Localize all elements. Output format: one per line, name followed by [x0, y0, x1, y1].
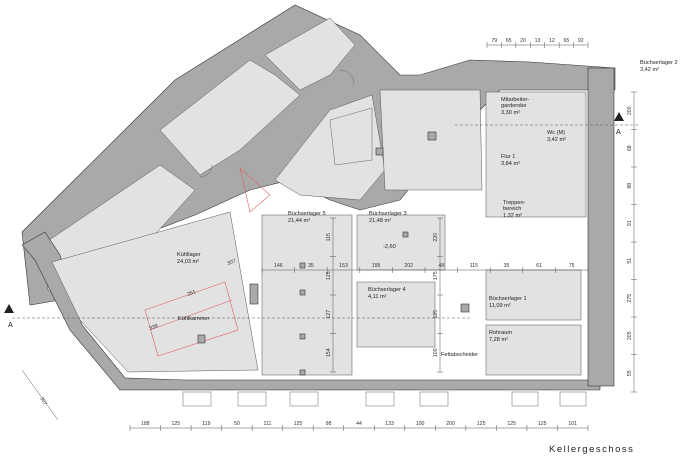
dimension-label: 307: [38, 396, 48, 407]
room-wc-name: Wc (M): [547, 130, 565, 136]
room-buecherlager5-name: Büchserlager 5: [288, 211, 326, 217]
dimension-chain-diagonal: 307 251 339 307: [21, 258, 237, 421]
dimension-label: 205: [627, 331, 633, 340]
dimension-label: 51: [627, 258, 633, 264]
dimension-label: 68: [627, 145, 633, 151]
room-rohraum-area: 7,28 m²: [489, 337, 508, 343]
dimension-label: 195: [372, 263, 381, 269]
dimension-label: 100: [416, 421, 425, 427]
room-buecherlager5-area: 21,44 m²: [288, 218, 310, 224]
room-buecherlager2-area: 3,42 m²: [640, 67, 659, 73]
room-buecherlager3-area: 21,48 m²: [369, 218, 391, 224]
main-plan: [12, 67, 640, 407]
dimension-label: 200: [627, 106, 633, 115]
dimension-label: 12: [549, 38, 555, 44]
room-fettabscheider-name: Fettabscheider: [441, 352, 478, 358]
dimension-label: 101: [568, 421, 577, 427]
room-kuehlkammer-name: Kühlkammer: [178, 316, 210, 322]
dimension-label: 119: [202, 421, 210, 427]
room-buecherlager2-name: Büchserlager 2: [640, 60, 678, 66]
room-labels: Kühllager 24,03 m² Kühlkammer Büchserlag…: [177, 60, 678, 358]
section-marker-left: A: [8, 322, 13, 329]
dimension-label: 35: [308, 263, 314, 269]
dimension-label: 55: [627, 370, 633, 376]
dimension-label: 175: [433, 271, 439, 280]
dimension-label: 100: [433, 348, 439, 357]
dimension-chain-inner-col-mid: 220 175 125 100: [433, 217, 443, 373]
dimension-label: 125: [507, 421, 516, 427]
room-buecherlager4-name: Büchserlager 4: [368, 287, 406, 293]
dimension-chain-inner-col-left: 115 125 127 154: [326, 217, 336, 373]
dimension-label: 61: [536, 263, 542, 269]
dimension-label: 13: [535, 38, 541, 44]
dimension-label: 48: [438, 263, 444, 269]
room-treppen-area: 1,32 m²: [503, 213, 522, 219]
dimension-label: 251: [187, 289, 197, 298]
room-flur-name: Flur 1: [501, 154, 515, 160]
room-buecherlager4-area: 4,11 m²: [368, 294, 387, 300]
room-kuehllager-area: 24,03 m²: [177, 259, 199, 265]
dimension-label: 127: [326, 310, 332, 319]
dimension-chain-right: 200 68 88 91 51 275 205 55: [627, 91, 637, 393]
dimension-label: 88: [627, 183, 633, 189]
dimension-label: 125: [171, 421, 180, 427]
dimension-label: 125: [477, 421, 486, 427]
room-buecherlager3-name: Büchserlager 3: [369, 211, 407, 217]
room-flur-area: 3,84 m²: [501, 161, 520, 167]
dimension-label: 111: [263, 421, 271, 427]
dimension-label: 125: [433, 310, 439, 319]
room-rohraum-name: Rohraum: [489, 330, 512, 336]
room-wc-area: 3,42 m²: [547, 137, 566, 143]
dimension-label: 91: [627, 220, 633, 226]
dimension-label: 133: [385, 421, 394, 427]
level-mark: -2,60: [383, 244, 396, 250]
dimension-label: 44: [356, 421, 362, 427]
dimension-label: 92: [578, 38, 584, 44]
dimension-label: 115: [470, 263, 478, 269]
dimension-label: 65: [563, 38, 569, 44]
dimension-label: 75: [569, 263, 575, 269]
dimension-label: 202: [404, 263, 413, 269]
room-mitarbeiter-name2: garderobe: [501, 103, 527, 109]
section-markers: A A: [4, 112, 624, 329]
dimension-label: 275: [627, 294, 633, 303]
dimension-label: 125: [294, 421, 303, 427]
room-buecherlager1-name: Büchserlager 1: [489, 296, 527, 302]
room-kuehllager-name: Kühllager: [177, 252, 201, 258]
room-treppen-name2: bereich: [503, 206, 521, 212]
dimension-chain-bottom: 188 125 119 50 111 125 98 44 133 100 200 125 125 125 1…: [129, 421, 589, 431]
dimension-label: 153: [339, 263, 348, 269]
dimension-label: 35: [504, 263, 510, 269]
dimension-label: 125: [326, 271, 332, 280]
dimension-label: 50: [234, 421, 240, 427]
dimension-chain-top: 79 65 20 13 12 65 92: [486, 38, 589, 48]
dimension-label: 98: [326, 421, 332, 427]
dimension-label: 146: [274, 263, 283, 269]
dimension-label: 65: [506, 38, 512, 44]
room-buecherlager1-area: 11,09 m²: [489, 303, 511, 309]
section-marker-right: A: [616, 129, 621, 136]
room-treppen-name: Treppen-: [503, 200, 526, 206]
plan-title: Kellergeschoss: [549, 444, 634, 455]
dimension-label: 200: [446, 421, 455, 427]
dimension-label: 125: [538, 421, 547, 427]
dimension-label: 307: [227, 258, 237, 267]
dimension-label: 220: [433, 233, 439, 242]
dimension-label: 188: [141, 421, 150, 427]
dimension-label: 20: [520, 38, 526, 44]
dimension-label: 339: [149, 323, 159, 332]
room-mitarbeiter-area: 3,30 m²: [501, 110, 520, 116]
dimension-label: 115: [326, 233, 332, 241]
dimension-chain-inner-row: 146 35 153 195 202 48 115 35 61 75: [261, 263, 589, 273]
dimension-label: 154: [326, 348, 332, 357]
dimension-label: 79: [491, 38, 497, 44]
room-mitarbeiter-name: Mitarbeiter-: [501, 97, 529, 103]
